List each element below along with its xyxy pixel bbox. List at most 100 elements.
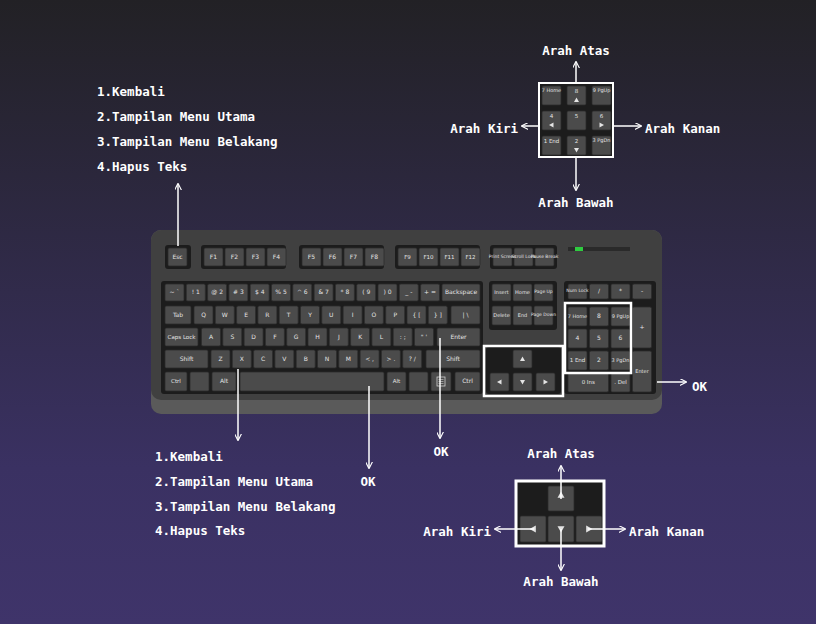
key-legend: < , [365, 356, 374, 363]
key-cap [398, 248, 417, 266]
menu-list-item: 4.Hapus Teks [97, 159, 187, 174]
key-cap [399, 284, 418, 301]
key-legend: . Del [614, 379, 627, 385]
key-legend: * 8 [341, 289, 350, 296]
leader-arrow [657, 381, 686, 383]
key-cap [301, 306, 320, 324]
key-cap [258, 306, 277, 324]
key-cap [335, 284, 354, 301]
key-cap [440, 248, 459, 266]
key-cap [186, 284, 205, 301]
key-legend: 0 Ins [582, 379, 595, 385]
key-legend: U [329, 312, 333, 319]
key-cap [211, 350, 230, 368]
key-legend: - [641, 288, 643, 295]
key-cap [293, 284, 312, 301]
key-legend: W [222, 312, 228, 319]
key-legend: & 7 [318, 289, 328, 296]
key-cap [339, 350, 358, 368]
key-cap [351, 328, 370, 346]
key-legend: ) 0 [383, 289, 391, 296]
key-cap [568, 307, 587, 326]
key-cap [194, 306, 213, 324]
key-legend: S [230, 334, 234, 341]
key-legend: Insert [494, 290, 508, 296]
key-cap [372, 328, 391, 346]
key-cap [387, 372, 406, 391]
direction-label: Arah Bawah [538, 195, 613, 210]
arrow-triangle [574, 98, 579, 103]
key-legend: > . [386, 356, 395, 363]
menu-list-item: 3.Tampilan Menu Belakang [155, 499, 336, 514]
key-cap [409, 372, 428, 391]
key-cap [592, 86, 611, 105]
key-legend: ^ 6 [297, 289, 308, 296]
key-legend: Alt [220, 378, 228, 385]
key-legend: N [325, 356, 330, 363]
key-cap [590, 329, 609, 348]
key-cap [212, 372, 236, 391]
key-legend: D [251, 334, 256, 341]
key-cap [323, 248, 342, 266]
key-legend: Alt [393, 378, 400, 384]
key-cap [534, 284, 553, 301]
key-legend: 3 PgDn [612, 358, 630, 363]
key-cap [611, 373, 630, 392]
key-legend: Enter [450, 334, 466, 341]
key-cap [232, 350, 251, 368]
key-cap [407, 306, 426, 324]
leader-arrow [522, 125, 539, 127]
key-legend: + = [424, 289, 436, 296]
arrow-triangle [574, 148, 579, 153]
key-legend: " ' [421, 334, 427, 341]
key-cap [542, 111, 561, 130]
key-legend: $ 4 [255, 289, 265, 296]
key-cap [360, 350, 379, 368]
key-legend: % 5 [275, 289, 286, 296]
key-cap [208, 284, 227, 301]
key-legend: Z [218, 356, 222, 363]
numpad-key-legend: 5 [575, 113, 579, 119]
key-legend: End [518, 313, 528, 319]
key-cap [322, 306, 341, 324]
key-legend: J [338, 334, 340, 341]
key-cap [592, 136, 611, 155]
key-cap [451, 306, 480, 324]
arrow-triangle [497, 380, 502, 385]
numpad-key-legend: 8 [575, 88, 579, 94]
menu-list-item: 1.Kembali [155, 449, 223, 464]
key-legend: Y [308, 312, 312, 319]
key-legend: Enter [635, 369, 648, 375]
key-cap [568, 373, 609, 392]
key-cap [455, 372, 480, 391]
key-legend: Home [515, 290, 530, 296]
key-legend: Delete [493, 313, 509, 319]
leader-arrow [575, 62, 577, 83]
key-caps [165, 86, 652, 542]
keyboard-base [151, 230, 662, 414]
key-legend: ? / [409, 356, 416, 363]
key-legend: F12 [465, 254, 475, 260]
key-cap [296, 350, 315, 368]
key-cap [590, 307, 609, 326]
key-cap [542, 136, 561, 155]
numpad-key-legend: 7 Home [542, 88, 561, 93]
key-cap [237, 306, 256, 324]
key-legend: } ] [434, 312, 442, 319]
key-cap [215, 306, 234, 324]
menu-list-item: 3.Tampilan Menu Belakang [97, 134, 278, 149]
menu-list-item: 2.Tampilan Menu Utama [155, 474, 313, 489]
key-legend: G [294, 334, 299, 341]
key-legend: F [273, 334, 276, 341]
leader-arrow [237, 369, 239, 440]
key-cap [568, 329, 587, 348]
key-cap [165, 328, 198, 346]
key-cap [275, 350, 294, 368]
key-cap [536, 373, 555, 391]
key-cap [365, 248, 384, 266]
leader-arrow [495, 528, 534, 530]
key-cap [611, 351, 630, 370]
key-legend: H [315, 334, 320, 341]
key-cap [386, 306, 405, 324]
